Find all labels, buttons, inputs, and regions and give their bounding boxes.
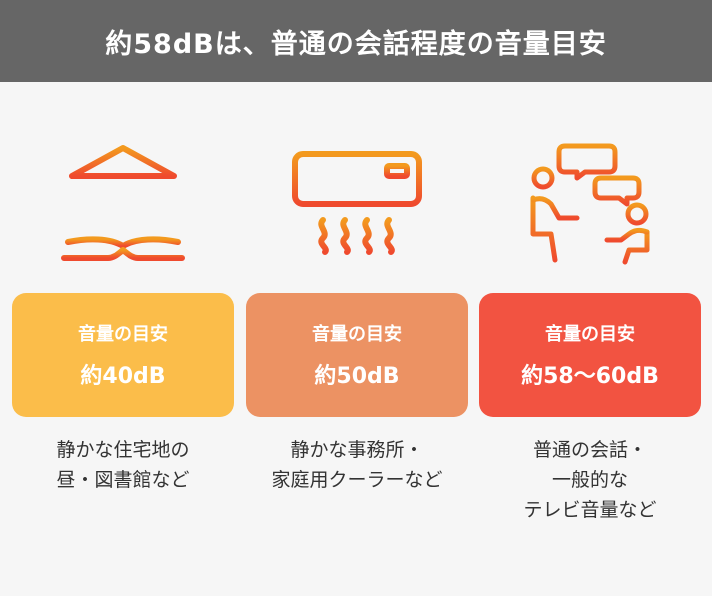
volume-badge: 音量の目安 約50dB [246, 293, 468, 417]
caption-line: 静かな事務所・ [290, 439, 424, 461]
header-bar: 約58dBは、普通の会話程度の音量目安 [0, 0, 712, 82]
caption-line: 普通の会話・ [532, 439, 647, 461]
caption-line: 昼・図書館など [56, 469, 190, 491]
volume-label: 音量の目安 [78, 324, 168, 345]
caption-line: 家庭用クーラーなど [271, 469, 443, 491]
caption-line: 静かな住宅地の [56, 439, 190, 461]
example-caption: 普通の会話・ 一般的な テレビ音量など [523, 435, 656, 525]
caption-line: 一般的な [551, 469, 628, 491]
sound-level-card-40db: 音量の目安 約40dB 静かな住宅地の 昼・図書館など [12, 130, 234, 495]
volume-badge: 音量の目安 約58〜60dB [479, 293, 701, 417]
museum-library-icon [48, 130, 198, 275]
caption-line: テレビ音量など [523, 499, 657, 521]
example-caption: 静かな住宅地の 昼・図書館など [56, 435, 189, 495]
volume-value: 約58〜60dB [521, 364, 659, 389]
sound-level-card-58-60db: 音量の目安 約58〜60dB 普通の会話・ 一般的な テレビ音量など [479, 130, 701, 525]
sound-level-card-50db: 音量の目安 約50dB 静かな事務所・ 家庭用クーラーなど [246, 130, 468, 495]
volume-value: 約50dB [314, 364, 400, 389]
volume-label: 音量の目安 [545, 324, 635, 345]
example-caption: 静かな事務所・ 家庭用クーラーなど [271, 435, 442, 495]
conversation-icon [515, 130, 665, 275]
volume-badge: 音量の目安 約40dB [12, 293, 234, 417]
air-conditioner-icon [282, 130, 432, 275]
volume-label: 音量の目安 [312, 324, 402, 345]
volume-value: 約40dB [80, 364, 166, 389]
page-title: 約58dBは、普通の会話程度の音量目安 [105, 28, 607, 60]
